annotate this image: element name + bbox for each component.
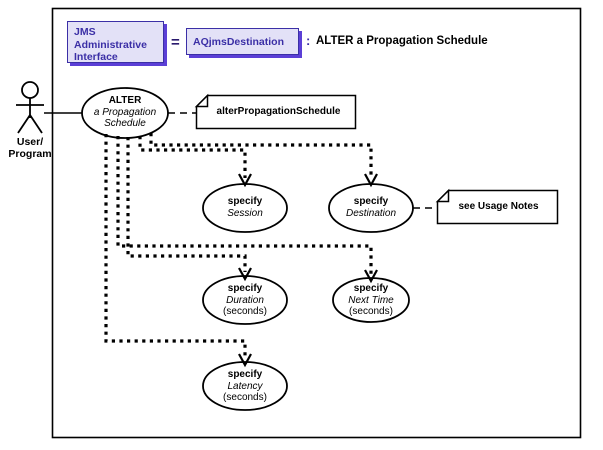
stereotype-left-line-3: Interface (74, 51, 118, 63)
include-alter-to-specify-next-time (116, 136, 373, 274)
stereotype-right-label: AQjmsDestination (193, 35, 285, 48)
equals-sign: = (171, 34, 180, 51)
actor-label-line-1: User/ (16, 136, 44, 148)
actor-label-line-2: Program (8, 148, 52, 160)
note-see-usage-notes (435, 188, 559, 225)
actor-label: User/ Program (0, 136, 60, 160)
include-alter-to-specify-destination (149, 133, 373, 178)
header-colon: : (306, 33, 311, 48)
stereotype-aqjmsdestination[interactable]: AQjmsDestination (186, 28, 299, 55)
usecase-specify-duration[interactable] (202, 275, 288, 325)
usecase-specify-destination[interactable] (328, 183, 414, 233)
note-label-alter-propagation-schedule: alterPropagationSchedule (216, 106, 341, 117)
arrowhead-session (238, 173, 252, 188)
include-alter-to-specify-duration (126, 137, 247, 272)
stereotype-left-line-1: JMS (74, 26, 96, 38)
arrowhead-next-time (364, 269, 378, 284)
diagram-frame (51, 7, 582, 439)
arrowhead-destination (364, 173, 378, 188)
usecase-specify-latency[interactable] (202, 361, 288, 411)
arrowhead-duration (238, 267, 252, 282)
usecase-specify-next-time[interactable] (332, 277, 410, 323)
arrowhead-latency (238, 353, 252, 368)
header-title: ALTER a Propagation Schedule (316, 35, 488, 47)
include-alter-to-specify-latency (104, 134, 247, 358)
usecase-specify-session[interactable] (202, 183, 288, 233)
actor-user-program-icon (16, 81, 44, 134)
note-label-see-usage-notes: see Usage Notes (458, 201, 539, 212)
stereotype-jms-administrative-interface[interactable]: JMS Administrative Interface (67, 21, 164, 63)
stereotype-left-line-2: Administrative (74, 38, 147, 51)
include-alter-to-specify-session (138, 136, 247, 178)
usecase-alter-propagation-schedule[interactable] (81, 87, 169, 139)
note-alter-propagation-schedule (194, 93, 357, 130)
